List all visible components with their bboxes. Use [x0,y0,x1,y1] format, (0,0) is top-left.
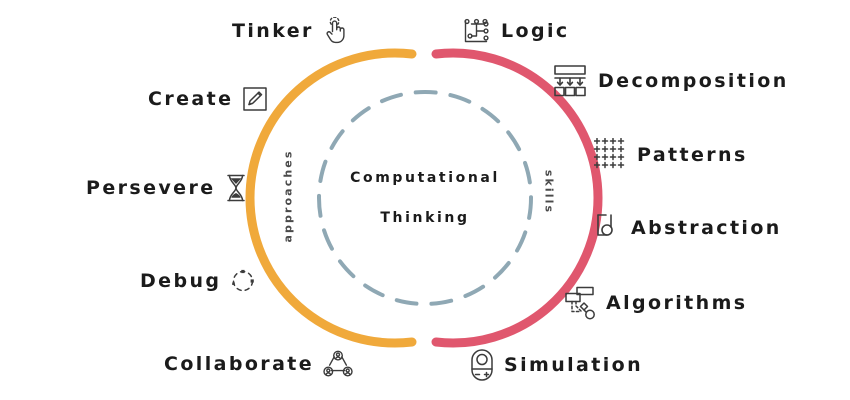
inner-dashed-circle [317,90,533,306]
approach-item-persevere[interactable]: Persevere [86,174,247,202]
approach-item-collaborate[interactable]: Collaborate [164,350,353,378]
hourglass-icon [225,174,247,202]
people-network-icon [323,350,353,378]
skill-label-abstraction: Abstraction [631,216,782,239]
skill-item-simulation[interactable]: Simulation [469,348,643,382]
approach-label-collaborate: Collaborate [164,352,315,375]
skill-label-algorithms: Algorithms [606,291,748,314]
skill-item-abstraction[interactable]: Abstraction [594,212,782,244]
approach-item-create[interactable]: Create [148,86,268,112]
skill-label-simulation: Simulation [504,353,644,376]
approaches-arc [245,48,417,348]
approach-label-create: Create [148,87,234,110]
split-boxes-icon [551,62,589,100]
skill-label-decomposition: Decomposition [598,69,789,92]
capsule-toggle-icon [469,348,495,382]
skill-item-logic[interactable]: Logic [462,16,570,46]
approach-label-persevere: Persevere [86,176,216,199]
skill-item-decomposition[interactable]: Decomposition [551,62,789,100]
approach-item-tinker[interactable]: Tinker [232,17,349,45]
skill-item-patterns[interactable]: Patterns [594,138,748,172]
center-title: Computational Thinking [305,171,545,225]
pencil-edit-icon [242,86,268,112]
skill-item-algorithms[interactable]: Algorithms [563,285,747,321]
flowchart-icon [563,285,597,321]
approach-label-tinker: Tinker [232,19,314,42]
dot-grid-icon [594,138,628,172]
skills-arc-label: skills [542,169,556,215]
skill-label-logic: Logic [501,19,570,42]
skill-label-patterns: Patterns [637,143,748,166]
abstraction-shape-icon [594,212,622,244]
dashed-circle-icon [230,268,256,294]
hand-tap-icon [323,17,349,45]
skills-arc [431,48,603,348]
approach-item-debug[interactable]: Debug [140,268,256,294]
center-title-line2: Thinking [380,210,470,226]
approach-label-debug: Debug [140,269,222,292]
center-title-line1: Computational [350,170,500,186]
approaches-arc-label: approaches [281,149,295,243]
circuit-nodes-icon [462,16,492,46]
